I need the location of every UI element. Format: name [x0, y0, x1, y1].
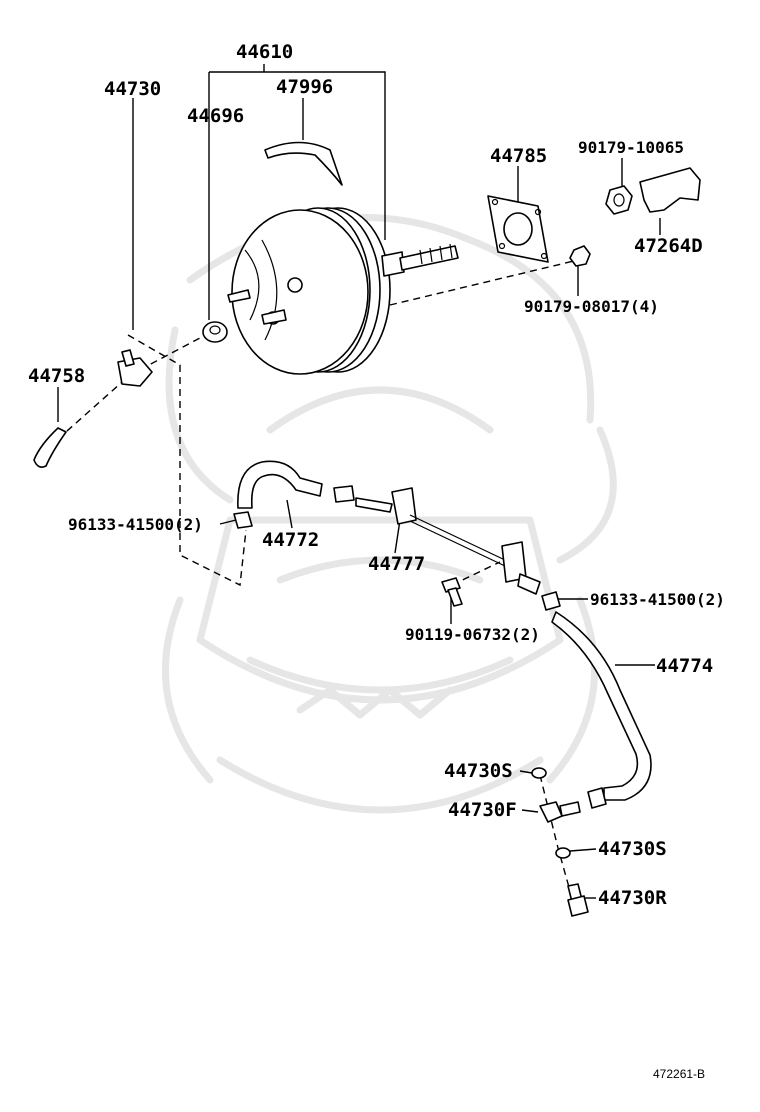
- label-44730F: 44730F: [448, 799, 517, 821]
- label-90119-06732: 90119-06732(2): [405, 625, 540, 644]
- part-44730S-washer-top: [531, 767, 547, 779]
- label-96133-41500-right: 96133-41500(2): [590, 590, 725, 609]
- part-47996-strip: [264, 141, 343, 186]
- label-47996: 47996: [276, 76, 333, 98]
- label-44696: 44696: [187, 105, 244, 127]
- part-44774-clip: [587, 787, 607, 809]
- label-47264D: 47264D: [634, 235, 703, 257]
- part-90119-06732-bolt: [441, 577, 463, 607]
- part-44730F-union: [539, 801, 581, 823]
- part-44772-hose: [237, 460, 323, 509]
- part-44730-union: [117, 349, 153, 387]
- part-90179-08017-nut: [569, 245, 591, 267]
- label-90179-08017: 90179-08017(4): [524, 297, 659, 316]
- watermark-emblem: [162, 214, 617, 814]
- part-44730S-washer-bottom: [555, 847, 571, 859]
- label-90179-10065: 90179-10065: [578, 138, 684, 157]
- part-96133-clip-left: [233, 511, 253, 529]
- part-96133-clip-right: [541, 591, 561, 611]
- label-44774: 44774: [656, 655, 713, 677]
- part-44730R-bolt: [567, 883, 589, 917]
- leader-lines: [57, 64, 661, 899]
- label-44730S-bottom: 44730S: [598, 838, 667, 860]
- part-47264D-bracket: [639, 167, 701, 213]
- label-44772: 44772: [262, 529, 319, 551]
- label-44785: 44785: [490, 145, 547, 167]
- part-44774-hose: [551, 611, 652, 801]
- part-44696-grommet: [202, 321, 228, 343]
- label-44610: 44610: [236, 41, 293, 63]
- label-44730: 44730: [104, 78, 161, 100]
- label-96133-41500-left: 96133-41500(2): [68, 515, 203, 534]
- part-90179-10065-nut: [605, 185, 633, 215]
- part-44777-pipe: [333, 485, 541, 595]
- part-44785-gasket: [487, 195, 549, 263]
- part-44758-bracket: [33, 427, 67, 468]
- label-44730R: 44730R: [598, 887, 667, 909]
- label-44758: 44758: [28, 365, 85, 387]
- label-44777: 44777: [368, 553, 425, 575]
- brake-booster: [227, 207, 459, 375]
- label-44730S-top: 44730S: [444, 760, 513, 782]
- reference-code: 472261-B: [653, 1067, 705, 1081]
